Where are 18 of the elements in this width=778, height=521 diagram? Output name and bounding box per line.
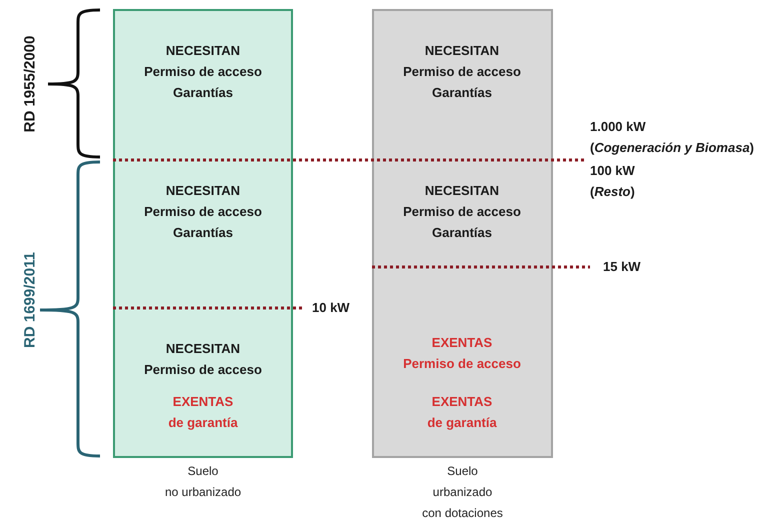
threshold-label: (Cogeneración y Biomasa) (590, 139, 754, 157)
requirement-text: NECESITAN Permiso de acceso Garantías (402, 42, 522, 102)
threshold-label: 10 kW (312, 299, 350, 317)
requirement-text: EXENTAS de garantía (426, 393, 498, 432)
threshold-label: 1.000 kW (590, 118, 646, 136)
requirement-text: NECESITAN Permiso de acceso Garantías (143, 42, 263, 102)
threshold-label: 100 kW (590, 162, 635, 180)
requirement-text: NECESITAN Permiso de acceso Garantías (143, 182, 263, 242)
column-caption: Suelo urbanizado con dotaciones (421, 463, 504, 521)
threshold-label: 15 kW (603, 258, 641, 276)
requirement-text: NECESITAN Permiso de acceso (143, 340, 263, 379)
requirement-text: NECESITAN Permiso de acceso Garantías (402, 182, 522, 242)
requirement-text: EXENTAS de garantía (167, 393, 239, 432)
regulation-label: RD 1955/2000 (22, 36, 38, 132)
column-caption: Suelo no urbanizado (164, 463, 242, 501)
regulation-label: RD 1699/2011 (22, 252, 38, 348)
threshold-label: (Resto) (590, 183, 635, 201)
requirement-text: EXENTAS Permiso de acceso (402, 334, 522, 373)
